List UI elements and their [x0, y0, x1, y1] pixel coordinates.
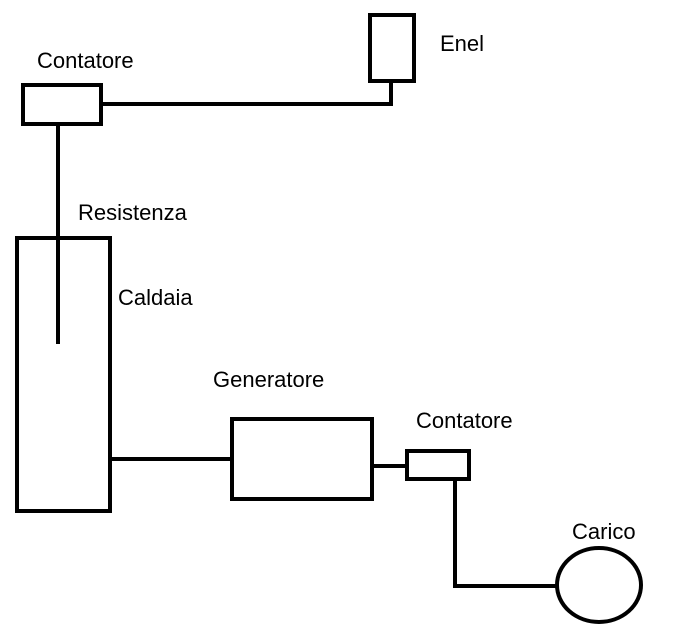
contatore-bottom-label: Contatore: [416, 408, 513, 433]
generatore-label: Generatore: [213, 367, 324, 392]
contatore-top-box: [21, 83, 103, 126]
caldaia-label: Caldaia: [118, 285, 193, 310]
wire-contatore-to-carico: [453, 479, 557, 588]
resistenza-label: Resistenza: [78, 200, 188, 225]
carico-label: Carico: [572, 519, 636, 544]
generatore-box: [230, 417, 374, 501]
carico-ellipse: [555, 546, 643, 624]
enel-label: Enel: [440, 31, 484, 56]
contatore-bottom-box: [405, 449, 471, 481]
wire-contatore-to-enel: [101, 81, 393, 106]
caldaia-box: [15, 236, 112, 513]
contatore-top-label: Contatore: [37, 48, 134, 73]
enel-box: [368, 13, 416, 83]
